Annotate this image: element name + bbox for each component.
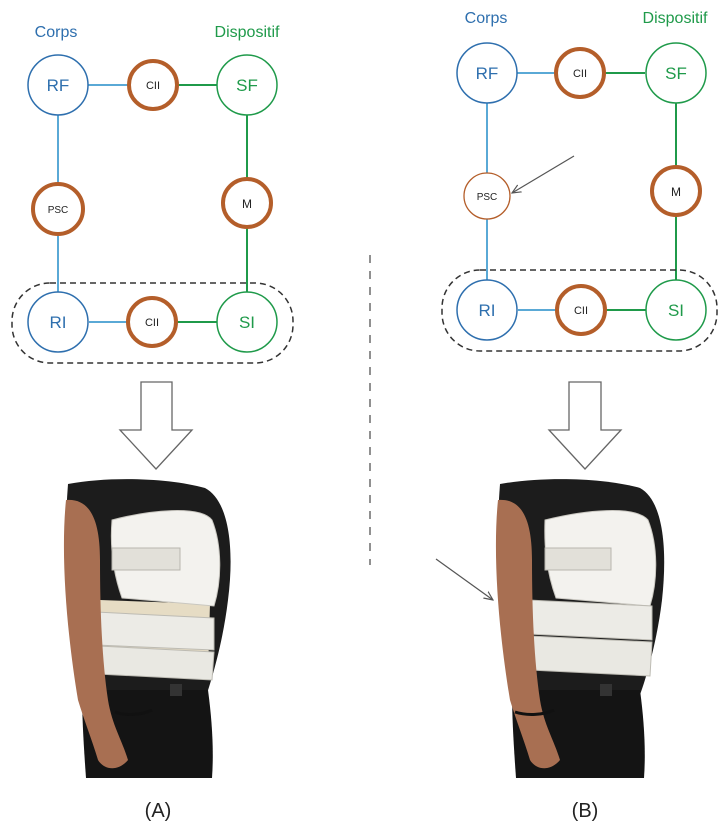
node-si-b: SI <box>645 279 707 341</box>
caption-a: (A) <box>145 800 172 822</box>
node-psc-label: PSC <box>477 192 498 203</box>
caption-b: (B) <box>572 800 599 822</box>
node-si-label: SI <box>668 301 684 320</box>
node-ri-label: RI <box>479 301 496 320</box>
header-corps-b: Corps <box>465 10 508 27</box>
node-m-b: M <box>650 165 702 217</box>
node-m-label: M <box>242 197 252 211</box>
panel-b: Corps Dispositif RF CII SF PSC <box>435 10 718 822</box>
down-arrow-a <box>118 381 194 470</box>
node-sf-label: SF <box>236 76 258 95</box>
dashed-group-b <box>441 269 718 352</box>
node-psc-a: PSC <box>31 182 85 236</box>
node-sf-a: SF <box>216 54 278 116</box>
node-si-a: SI <box>216 291 278 353</box>
node-ri-a: RI <box>27 291 89 353</box>
node-cii-bottom-a: CII <box>126 296 178 348</box>
dashed-group-a <box>11 282 294 364</box>
node-rf-label: RF <box>476 64 499 83</box>
node-cii-bottom-label: CII <box>574 305 588 317</box>
photo-brace-a <box>55 478 240 778</box>
node-cii-top-label: CII <box>573 68 587 80</box>
down-arrow-b <box>547 381 623 470</box>
node-sf-b: SF <box>645 42 707 104</box>
node-ri-b: RI <box>456 279 518 341</box>
node-si-label: SI <box>239 313 255 332</box>
node-cii-bottom-b: CII <box>555 284 607 336</box>
node-psc-b: PSC <box>463 172 511 220</box>
node-m-label: M <box>671 185 681 199</box>
pointer-arrow-photo <box>435 558 493 600</box>
node-psc-label: PSC <box>48 205 69 216</box>
header-corps-a: Corps <box>35 24 78 41</box>
node-cii-bottom-label: CII <box>145 317 159 329</box>
node-m-a: M <box>221 177 273 229</box>
node-cii-top-label: CII <box>146 80 160 92</box>
photo-brace-b <box>495 478 675 778</box>
pointer-arrow-psc <box>512 155 575 193</box>
node-rf-a: RF <box>27 54 89 116</box>
node-ri-label: RI <box>50 313 67 332</box>
header-dispositif-b: Dispositif <box>643 10 708 27</box>
node-rf-label: RF <box>47 76 70 95</box>
node-rf-b: RF <box>456 42 518 104</box>
node-cii-top-a: CII <box>127 59 179 111</box>
header-dispositif-a: Dispositif <box>215 24 280 41</box>
node-cii-top-b: CII <box>554 47 606 99</box>
panel-a: Corps Dispositif RF CII SF PSC <box>11 24 294 822</box>
node-sf-label: SF <box>665 64 687 83</box>
